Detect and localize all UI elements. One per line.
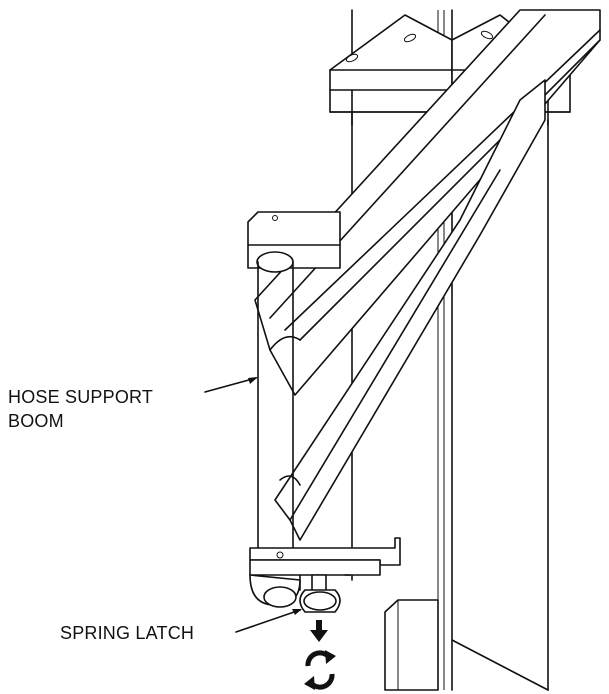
hose-support-boom-label-line2: BOOM (8, 411, 64, 431)
rotate-arrows-icon (304, 650, 336, 690)
hose-support-boom-label: HOSE SUPPORT BOOM (8, 385, 153, 433)
spring-latch (299, 574, 351, 613)
hose-support-boom (257, 261, 294, 576)
spring-latch-label: SPRING LATCH (60, 623, 195, 643)
leader-spring-latch (235, 609, 301, 633)
leader-hose-arrowhead (248, 377, 258, 384)
lower-hook-bracket (249, 537, 401, 608)
leader-spring-arrowhead (292, 609, 302, 615)
leader-hose-support-boom (204, 377, 257, 393)
arrow-down-icon (310, 620, 328, 642)
hose-support-boom-label-line1: HOSE SUPPORT (8, 387, 154, 407)
lower-base-plate (384, 599, 549, 691)
upper-hinge-bracket (247, 211, 341, 273)
